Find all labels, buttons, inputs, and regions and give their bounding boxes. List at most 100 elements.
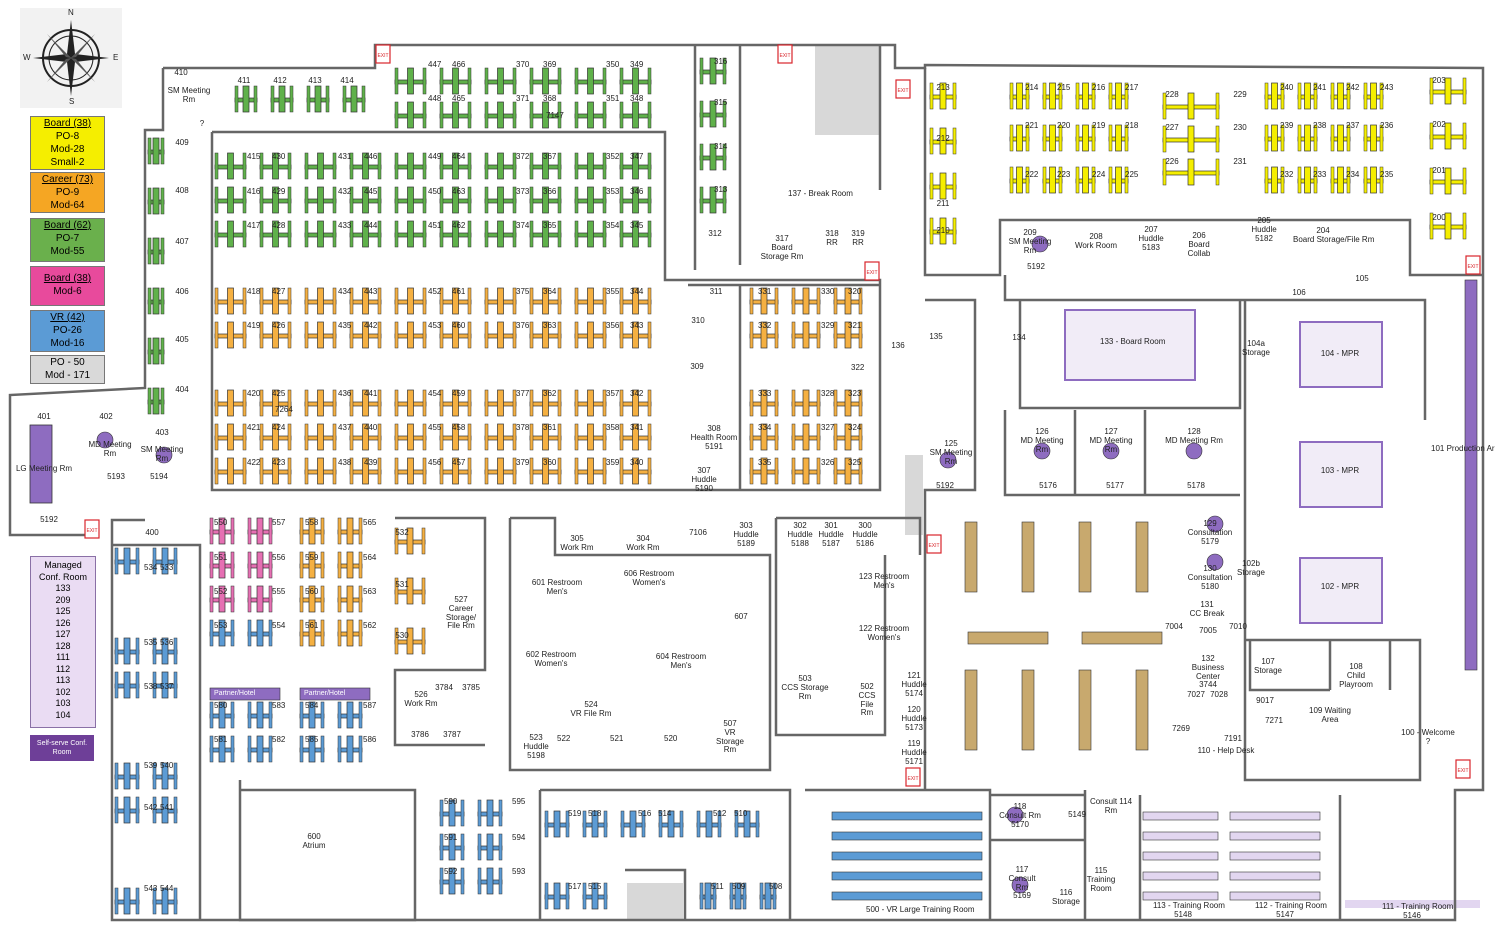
- seat-number: 420: [247, 389, 261, 398]
- seat-number: 346: [630, 187, 644, 196]
- training-table-row: [831, 851, 983, 861]
- room-label: 120 Huddle 5173: [901, 705, 927, 732]
- exit-sign-text: EXIT: [907, 776, 918, 782]
- seat-number: 585: [305, 735, 319, 744]
- desk-end: [1162, 158, 1167, 186]
- training-table-row: [1229, 831, 1321, 841]
- seat-number: 594: [512, 833, 526, 842]
- desk-end: [1264, 166, 1269, 194]
- desk-end: [833, 321, 838, 349]
- seat-number: 450: [428, 187, 442, 196]
- desk-end: [439, 833, 444, 861]
- desk-end: [422, 101, 427, 129]
- desk-end: [1280, 124, 1285, 152]
- seat-number: 367: [543, 152, 557, 161]
- workstations: [114, 57, 1467, 915]
- desk-end: [247, 585, 252, 613]
- desk-spine: [452, 389, 459, 417]
- desk-end: [512, 287, 517, 315]
- desk-end: [242, 321, 247, 349]
- desk-end: [270, 85, 275, 113]
- room-label: 202: [1432, 120, 1446, 129]
- desk-spine: [452, 220, 459, 248]
- desk-end: [574, 457, 579, 485]
- desk-end: [349, 287, 354, 315]
- desk-end: [679, 810, 684, 838]
- seat-number: 434: [338, 287, 352, 296]
- desk-end: [422, 389, 427, 417]
- production-strip: [1464, 279, 1478, 671]
- seat-number: 436: [338, 389, 352, 398]
- desk-end: [929, 127, 934, 155]
- desk-end: [394, 577, 399, 605]
- legend-line: PO-8: [55, 131, 80, 142]
- desk-end: [337, 701, 342, 729]
- room-label: 305 Work Rm: [560, 534, 594, 552]
- seat-number: 220: [1057, 121, 1071, 130]
- desk-end: [289, 85, 294, 113]
- seat-number: 441: [364, 389, 378, 398]
- room-label: 405: [175, 335, 189, 344]
- desk-spine: [161, 887, 169, 915]
- desk-end: [772, 882, 777, 910]
- seat-number: 376: [516, 321, 530, 330]
- desk-end: [304, 186, 309, 214]
- desk-end: [641, 810, 646, 838]
- legend-line: Small-2: [50, 157, 85, 168]
- desk-end: [484, 457, 489, 485]
- desk-end: [287, 321, 292, 349]
- exit-sign-text: EXIT: [1467, 264, 1478, 270]
- room-label: 7191: [1224, 734, 1242, 743]
- seat-number: 459: [452, 389, 466, 398]
- desk-end: [349, 457, 354, 485]
- exit-sign-text: EXIT: [897, 88, 908, 94]
- desk-end: [952, 217, 957, 245]
- desk-end: [574, 220, 579, 248]
- room-label: 317 Board Storage Rm: [760, 234, 804, 261]
- desk-end: [114, 671, 119, 699]
- desk-end: [1330, 82, 1335, 110]
- desk-end: [114, 762, 119, 790]
- desk-spine: [123, 887, 131, 915]
- desk-spine: [542, 457, 549, 485]
- desk-end: [1058, 124, 1063, 152]
- desk-end: [619, 287, 624, 315]
- partner-hotel-sign: [299, 687, 371, 701]
- desk-end: [325, 85, 330, 113]
- desk-end: [699, 882, 704, 910]
- desk-end: [287, 457, 292, 485]
- seat-number: 315: [714, 98, 728, 107]
- compass-e: E: [113, 53, 119, 62]
- room-label: 115 Training Room: [1086, 866, 1116, 893]
- desk-end: [439, 101, 444, 129]
- desk-end: [833, 457, 838, 485]
- desk-end: [557, 101, 562, 129]
- hatched-shaft: [627, 883, 683, 920]
- room-label: 302 Huddle 5188: [787, 521, 813, 548]
- seat-number: 430: [272, 152, 286, 161]
- seat-number: 509: [732, 882, 746, 891]
- room-label: 105: [1355, 274, 1369, 283]
- desk-end: [422, 423, 427, 451]
- desk-end: [422, 67, 427, 95]
- desk-spine: [362, 186, 369, 214]
- room-label: 111 - Training Room 5146: [1382, 902, 1453, 920]
- seat-number: 463: [452, 187, 466, 196]
- desk-spine: [632, 152, 639, 180]
- room-label: 408: [175, 186, 189, 195]
- desk-end: [306, 85, 311, 113]
- seat-number: 555: [272, 587, 286, 596]
- desk-spine: [452, 457, 459, 485]
- desk-end: [529, 457, 534, 485]
- desk-spine: [227, 220, 234, 248]
- exit-sign: EXIT: [375, 44, 391, 64]
- desk-spine: [542, 423, 549, 451]
- room-label: 309: [690, 362, 704, 371]
- desk-spine: [406, 577, 414, 605]
- conference-tables: [29, 235, 1478, 901]
- room-label: 226: [1165, 157, 1179, 166]
- desk-end: [467, 152, 472, 180]
- seat-number: 557: [272, 518, 286, 527]
- compass: N S W E: [20, 8, 122, 108]
